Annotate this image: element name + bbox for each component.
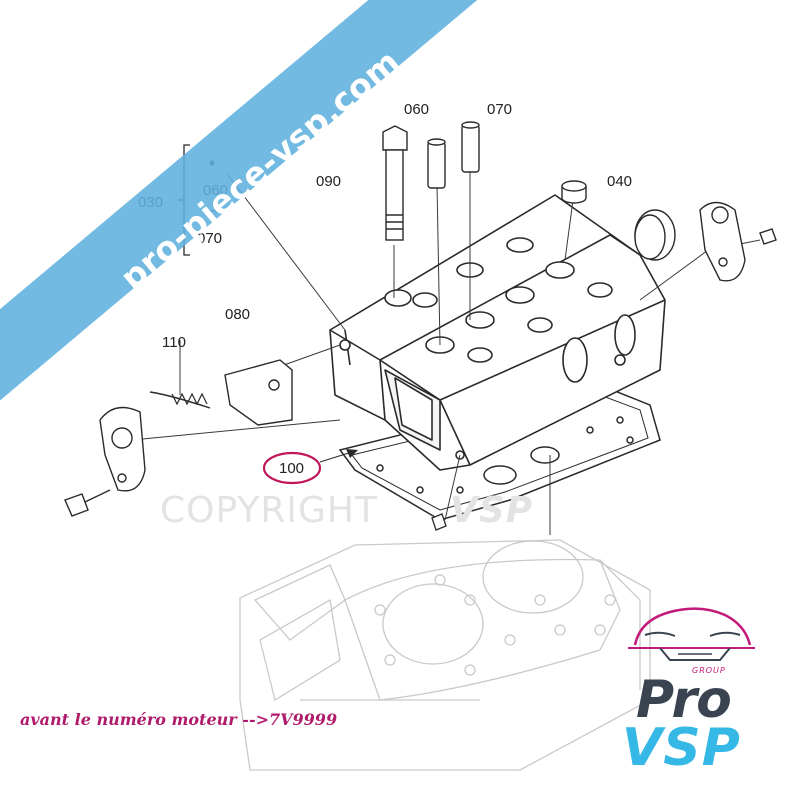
logo-group-text: GROUP — [692, 666, 726, 675]
watermark-brand: VSP — [449, 490, 534, 531]
engine-block-outline — [239, 539, 651, 771]
label-070: 070 — [487, 101, 512, 118]
pro-vsp-logo: GROUP Pro VSP — [600, 590, 790, 790]
cylinder-head — [329, 194, 666, 471]
valve-guides — [427, 121, 480, 189]
highlight-circle — [262, 451, 322, 485]
label-040: 040 — [607, 173, 632, 190]
label-060: 060 — [404, 101, 429, 118]
head-bolt-090 — [382, 125, 408, 241]
logo-pro-text: Pro — [636, 670, 732, 730]
label-090: 090 — [316, 173, 341, 190]
lifting-bracket-right — [699, 201, 777, 282]
lifting-bracket-left — [64, 406, 146, 517]
label-080: 080 — [225, 306, 250, 323]
label-110: 110 — [162, 334, 186, 351]
small-bolt — [431, 513, 447, 531]
car-silhouette-icon — [628, 607, 755, 661]
arrow-100-head — [346, 449, 358, 458]
label-group-070: 070 — [197, 230, 222, 247]
engine-number-note: avant le numéro moteur -->7V9999 — [20, 710, 338, 729]
arrow-100-line — [319, 451, 353, 463]
label-100: 100 — [279, 460, 304, 477]
plug-040 — [561, 180, 676, 261]
logo-vsp-text: VSP — [622, 718, 741, 778]
watermark-text: COPYRIGHT — [160, 490, 378, 531]
highlight-100: 100 — [262, 449, 358, 485]
bracket-080-spring-110 — [149, 359, 293, 426]
copyright-watermark: COPYRIGHT VSP — [160, 490, 533, 531]
